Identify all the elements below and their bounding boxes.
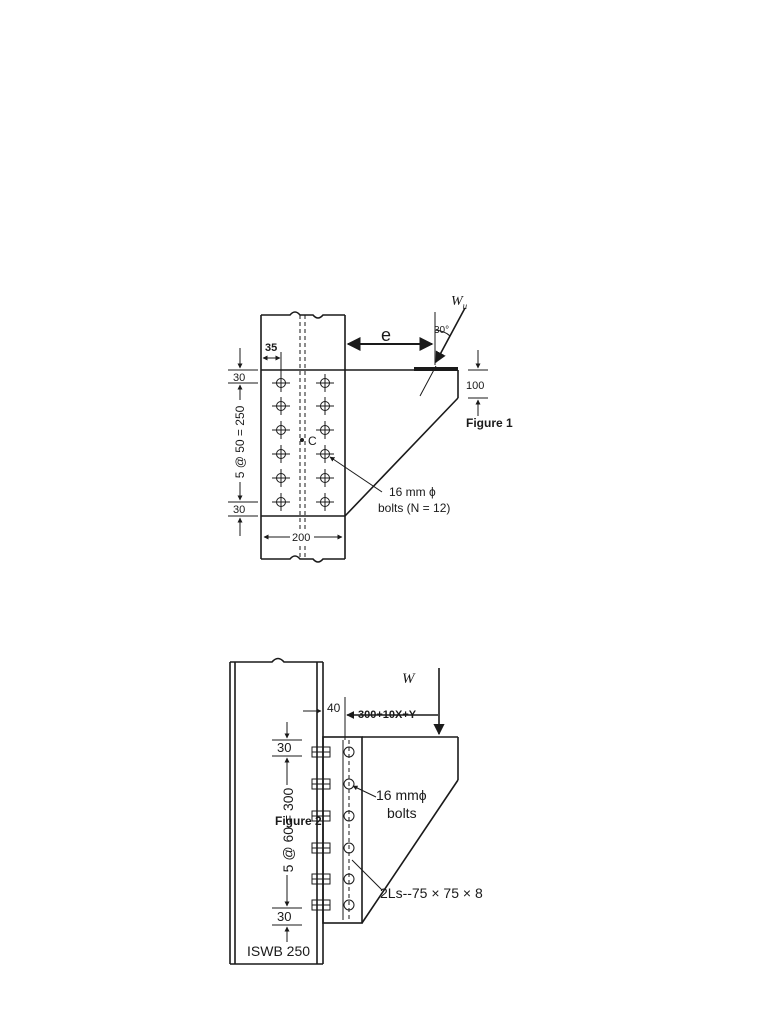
bolt-group-2 [311,746,355,911]
bolt [311,899,355,911]
bracket-plate-2 [322,736,459,924]
column-1 [260,311,346,563]
centroid-dot [300,438,304,442]
bolt [316,469,334,487]
bracket-plate-1 [261,367,459,517]
bolt-label-1b: bolts (N = 12) [378,501,450,515]
top-end-label-2: 30 [277,740,291,755]
width-label-1: 200 [292,532,310,544]
figure-caption-1: Figure 1 [466,416,513,430]
bolt [272,397,290,415]
bolt [272,445,290,463]
bolt [316,493,334,511]
figure-1: C 30 5 @ 50 = 250 30 35 200 e W [228,294,513,563]
pitch-label-2: 5 @ 60 = 300 [280,787,296,872]
bolt [311,746,355,758]
bolt [316,374,334,392]
eccentricity-label-2: 300+10X+Y [358,709,417,721]
bolt [272,469,290,487]
figure-caption-2: Figure 2 [275,814,322,828]
bolt [272,421,290,439]
bolt-label-2b: bolts [387,805,417,821]
bolt [316,397,334,415]
dimension-vertical-1 [228,348,258,536]
angle-label-1: 30° [434,325,449,336]
pitch-label-1: 5 @ 50 = 250 [233,405,247,478]
bolt [316,421,334,439]
angle-label-2: 2Ls--75 × 75 × 8 [380,885,483,901]
bottom-end-label-1: 30 [233,504,245,516]
plate-depth-label-1: 100 [466,380,484,392]
bottom-end-label-2: 30 [277,909,291,924]
load-label-2: W [402,671,416,687]
figure-2: 30 5 @ 60 = 300 30 40 300+10X+Y W 16 mmϕ… [229,657,483,965]
eccentricity-label-1: e [381,325,391,345]
bolt [272,493,290,511]
dimension-vertical-2 [272,722,302,942]
section-label-2: ISWB 250 [247,943,310,959]
centroid-label: C [308,434,317,448]
top-end-label-1: 30 [233,372,245,384]
bolt-label-2a: 16 mmϕ [376,787,427,803]
bolt [311,778,355,790]
load-label-1: Wu [451,294,468,311]
gauge-label-2: 40 [327,701,341,715]
bolt-group-1 [272,374,334,511]
bolt [311,873,355,885]
bolt [311,810,355,822]
bolt-label-1a: 16 mm ϕ [389,485,436,499]
edge-distance-label-1: 35 [265,342,277,354]
bolt [272,374,290,392]
bolt [316,445,334,463]
bolt [311,842,355,854]
